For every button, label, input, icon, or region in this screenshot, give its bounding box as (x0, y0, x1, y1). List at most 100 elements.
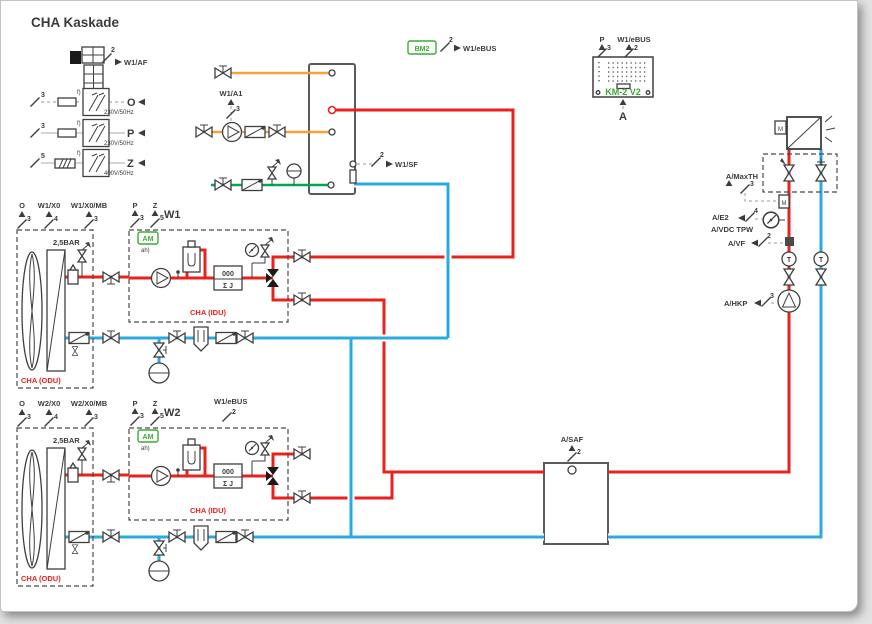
svg-text:4: 4 (54, 216, 58, 223)
svg-text:3: 3 (140, 413, 144, 420)
circulation-pump-label: W1/A1 3 (220, 89, 243, 123)
svg-text:W1/eBUS: W1/eBUS (214, 397, 247, 406)
w1-odu: CHA (ODU) (16, 229, 94, 389)
svg-text:W1/X0/MB: W1/X0/MB (71, 201, 108, 210)
w2-odu-labels: O 3 W2/X0 4 W2/X0/MB 3 (16, 399, 108, 428)
arrow-left-icon (754, 299, 761, 307)
wire-count: 2 (111, 47, 115, 54)
supply-out: O (127, 97, 136, 109)
arrow-right-icon (454, 44, 461, 52)
check-valve-icon (215, 331, 237, 345)
svg-text:3: 3 (41, 123, 45, 130)
supply-out: Z (127, 158, 134, 170)
w1-odu-fittings: 2,5BAR (53, 238, 120, 356)
svg-text:W2/X0/MB: W2/X0/MB (71, 399, 108, 408)
svg-text:W1/eBUS: W1/eBUS (463, 44, 496, 53)
voltage-label: 400V/50Hz (104, 171, 134, 177)
w2-odu-fittings: 2,5BAR (53, 436, 120, 554)
safety-valve-icon (260, 236, 275, 258)
w2-odu: CHA (ODU) (16, 427, 94, 587)
arrow-left-icon (751, 239, 758, 247)
heat-meter-icon: 000 Σ J (213, 463, 243, 489)
af-label: W1/AF (124, 58, 148, 67)
valve-icon (195, 124, 213, 138)
pressure-gauge-icon (244, 440, 260, 456)
svg-text:P: P (132, 399, 137, 408)
svg-text:W1/A1: W1/A1 (220, 89, 243, 98)
km2-module: KM-2 V2 (592, 56, 654, 98)
svg-text:Z: Z (153, 201, 158, 210)
safety-valve-icon (267, 158, 282, 180)
svg-text:5: 5 (160, 413, 164, 420)
arrow-right-icon (386, 160, 393, 168)
svg-text:W2: W2 (164, 407, 181, 419)
valve-icon (268, 124, 286, 138)
supply-row-3: 5 f) Z 400V/50Hz (29, 148, 145, 178)
drain-valve-icon (71, 346, 79, 356)
svg-text:O: O (19, 201, 25, 210)
max-thermostat-icon: M (778, 194, 790, 209)
pressure-gauge-icon (244, 242, 260, 258)
svg-text:2: 2 (767, 233, 771, 240)
expansion-vessel-icon (148, 362, 170, 384)
svg-text:2: 2 (380, 152, 384, 159)
air-vent-icon (67, 462, 79, 483)
motor-valve-icon (783, 164, 795, 182)
outdoor-sensor-icon (70, 46, 105, 94)
heating-circuit-labels: A/MaxTH 3 A/E2 4 A/VDC TPW A/VF 2 A/HKP … (711, 172, 783, 308)
red-pipes (65, 108, 791, 500)
supply-row-2: 3 f) P 230V/50Hz (29, 118, 145, 148)
svg-text:AM: AM (143, 434, 154, 441)
svg-text:O: O (19, 399, 25, 408)
svg-text:2: 2 (449, 37, 453, 44)
svg-text:A/VDC TPW: A/VDC TPW (711, 225, 754, 234)
svg-text:3: 3 (750, 181, 754, 188)
svg-text:000: 000 (222, 469, 234, 476)
backup-heater-icon (182, 438, 201, 471)
circulation-pump-icon (221, 121, 243, 143)
svg-text:CHA (ODU): CHA (ODU) (21, 574, 61, 583)
svg-text:AM: AM (143, 236, 154, 243)
schematic-page: CHA Kaskade 2 W1/AF 3 f) O 230V/50Hz 3 f… (0, 0, 858, 612)
svg-text:2: 2 (232, 409, 236, 416)
voltage-label: 230V/50Hz (104, 141, 134, 147)
svg-text:A: A (619, 111, 627, 123)
cha-kaskade-schematic: CHA Kaskade 2 W1/AF 3 f) O 230V/50Hz 3 f… (16, 15, 838, 587)
w1-idu: W1 P 3 Z 5 AM ah) 000 Σ J CHA (IDU) (128, 201, 289, 323)
arrow-right-icon (115, 58, 122, 66)
svg-text:CHA (ODU): CHA (ODU) (21, 376, 61, 385)
svg-text:W1/SF: W1/SF (395, 160, 418, 169)
svg-text:3: 3 (236, 106, 240, 113)
drain-valve-icon (71, 544, 79, 554)
svg-text:CHA (IDU): CHA (IDU) (190, 506, 226, 515)
safety-valve-icon (77, 241, 92, 263)
svg-text:3: 3 (41, 92, 45, 99)
supply-row-1: 3 f) O 230V/50Hz (29, 87, 145, 117)
svg-text:A/E2: A/E2 (712, 213, 729, 222)
valve-icon (783, 268, 795, 286)
supply-out: P (127, 128, 134, 140)
valve-icon (214, 177, 232, 191)
svg-text:M: M (778, 127, 783, 133)
valve-icon (102, 469, 120, 483)
flow-sensor-icon (785, 237, 794, 246)
dirt-trap-icon (193, 525, 209, 551)
svg-text:5: 5 (41, 153, 45, 160)
svg-text:ah): ah) (141, 248, 150, 254)
svg-text:2: 2 (634, 45, 638, 52)
expansion-vessel-icon (148, 560, 170, 582)
svg-text:W1/eBUS: W1/eBUS (617, 35, 650, 44)
svg-text:2,5BAR: 2,5BAR (53, 436, 80, 445)
km2-labels: P 3 W1/eBUS 2 A (596, 35, 651, 123)
svg-text:KM-2 V2: KM-2 V2 (605, 87, 641, 97)
w1-odu-labels: O 3 W1/X0 4 W1/X0/MB 3 (16, 201, 108, 230)
filter-icon (68, 331, 90, 345)
bm2-module: BM2 2 W1/eBUS (407, 37, 496, 55)
arrow-left-icon (138, 159, 145, 167)
svg-text:T: T (787, 257, 792, 264)
air-vent-icon (67, 264, 79, 285)
svg-text:3: 3 (94, 414, 98, 421)
heating-pump-icon (777, 289, 801, 313)
svg-text:Σ J: Σ J (223, 283, 233, 290)
svg-text:W1/X0: W1/X0 (38, 201, 61, 210)
